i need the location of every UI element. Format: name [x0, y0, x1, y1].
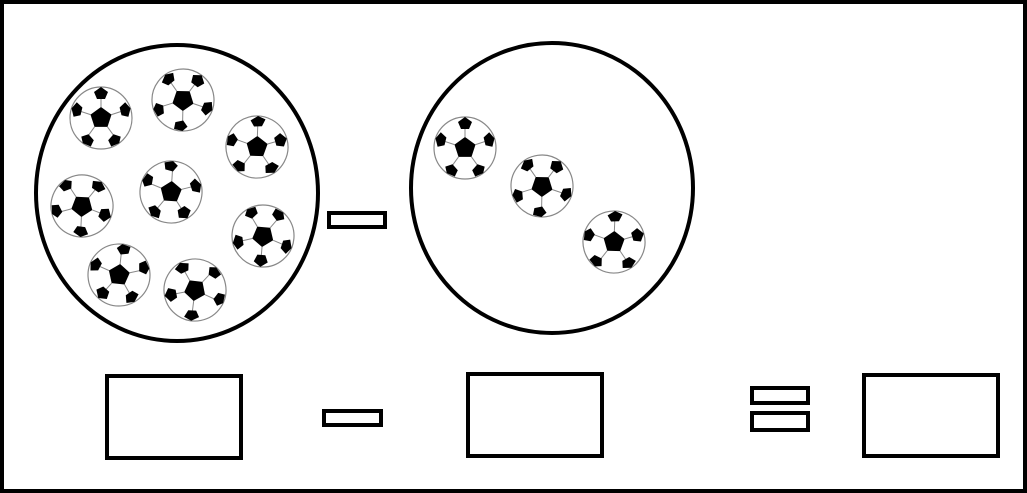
soccer-ball-icon: [434, 117, 496, 179]
picture-minus-sign: [329, 213, 385, 227]
result-answer-box[interactable]: [864, 375, 998, 456]
subtrahend-answer-box[interactable]: [468, 374, 602, 456]
equation-minus-sign: [324, 411, 381, 425]
minuend-answer-box[interactable]: [107, 376, 241, 458]
soccer-ball-icon: [70, 87, 132, 149]
